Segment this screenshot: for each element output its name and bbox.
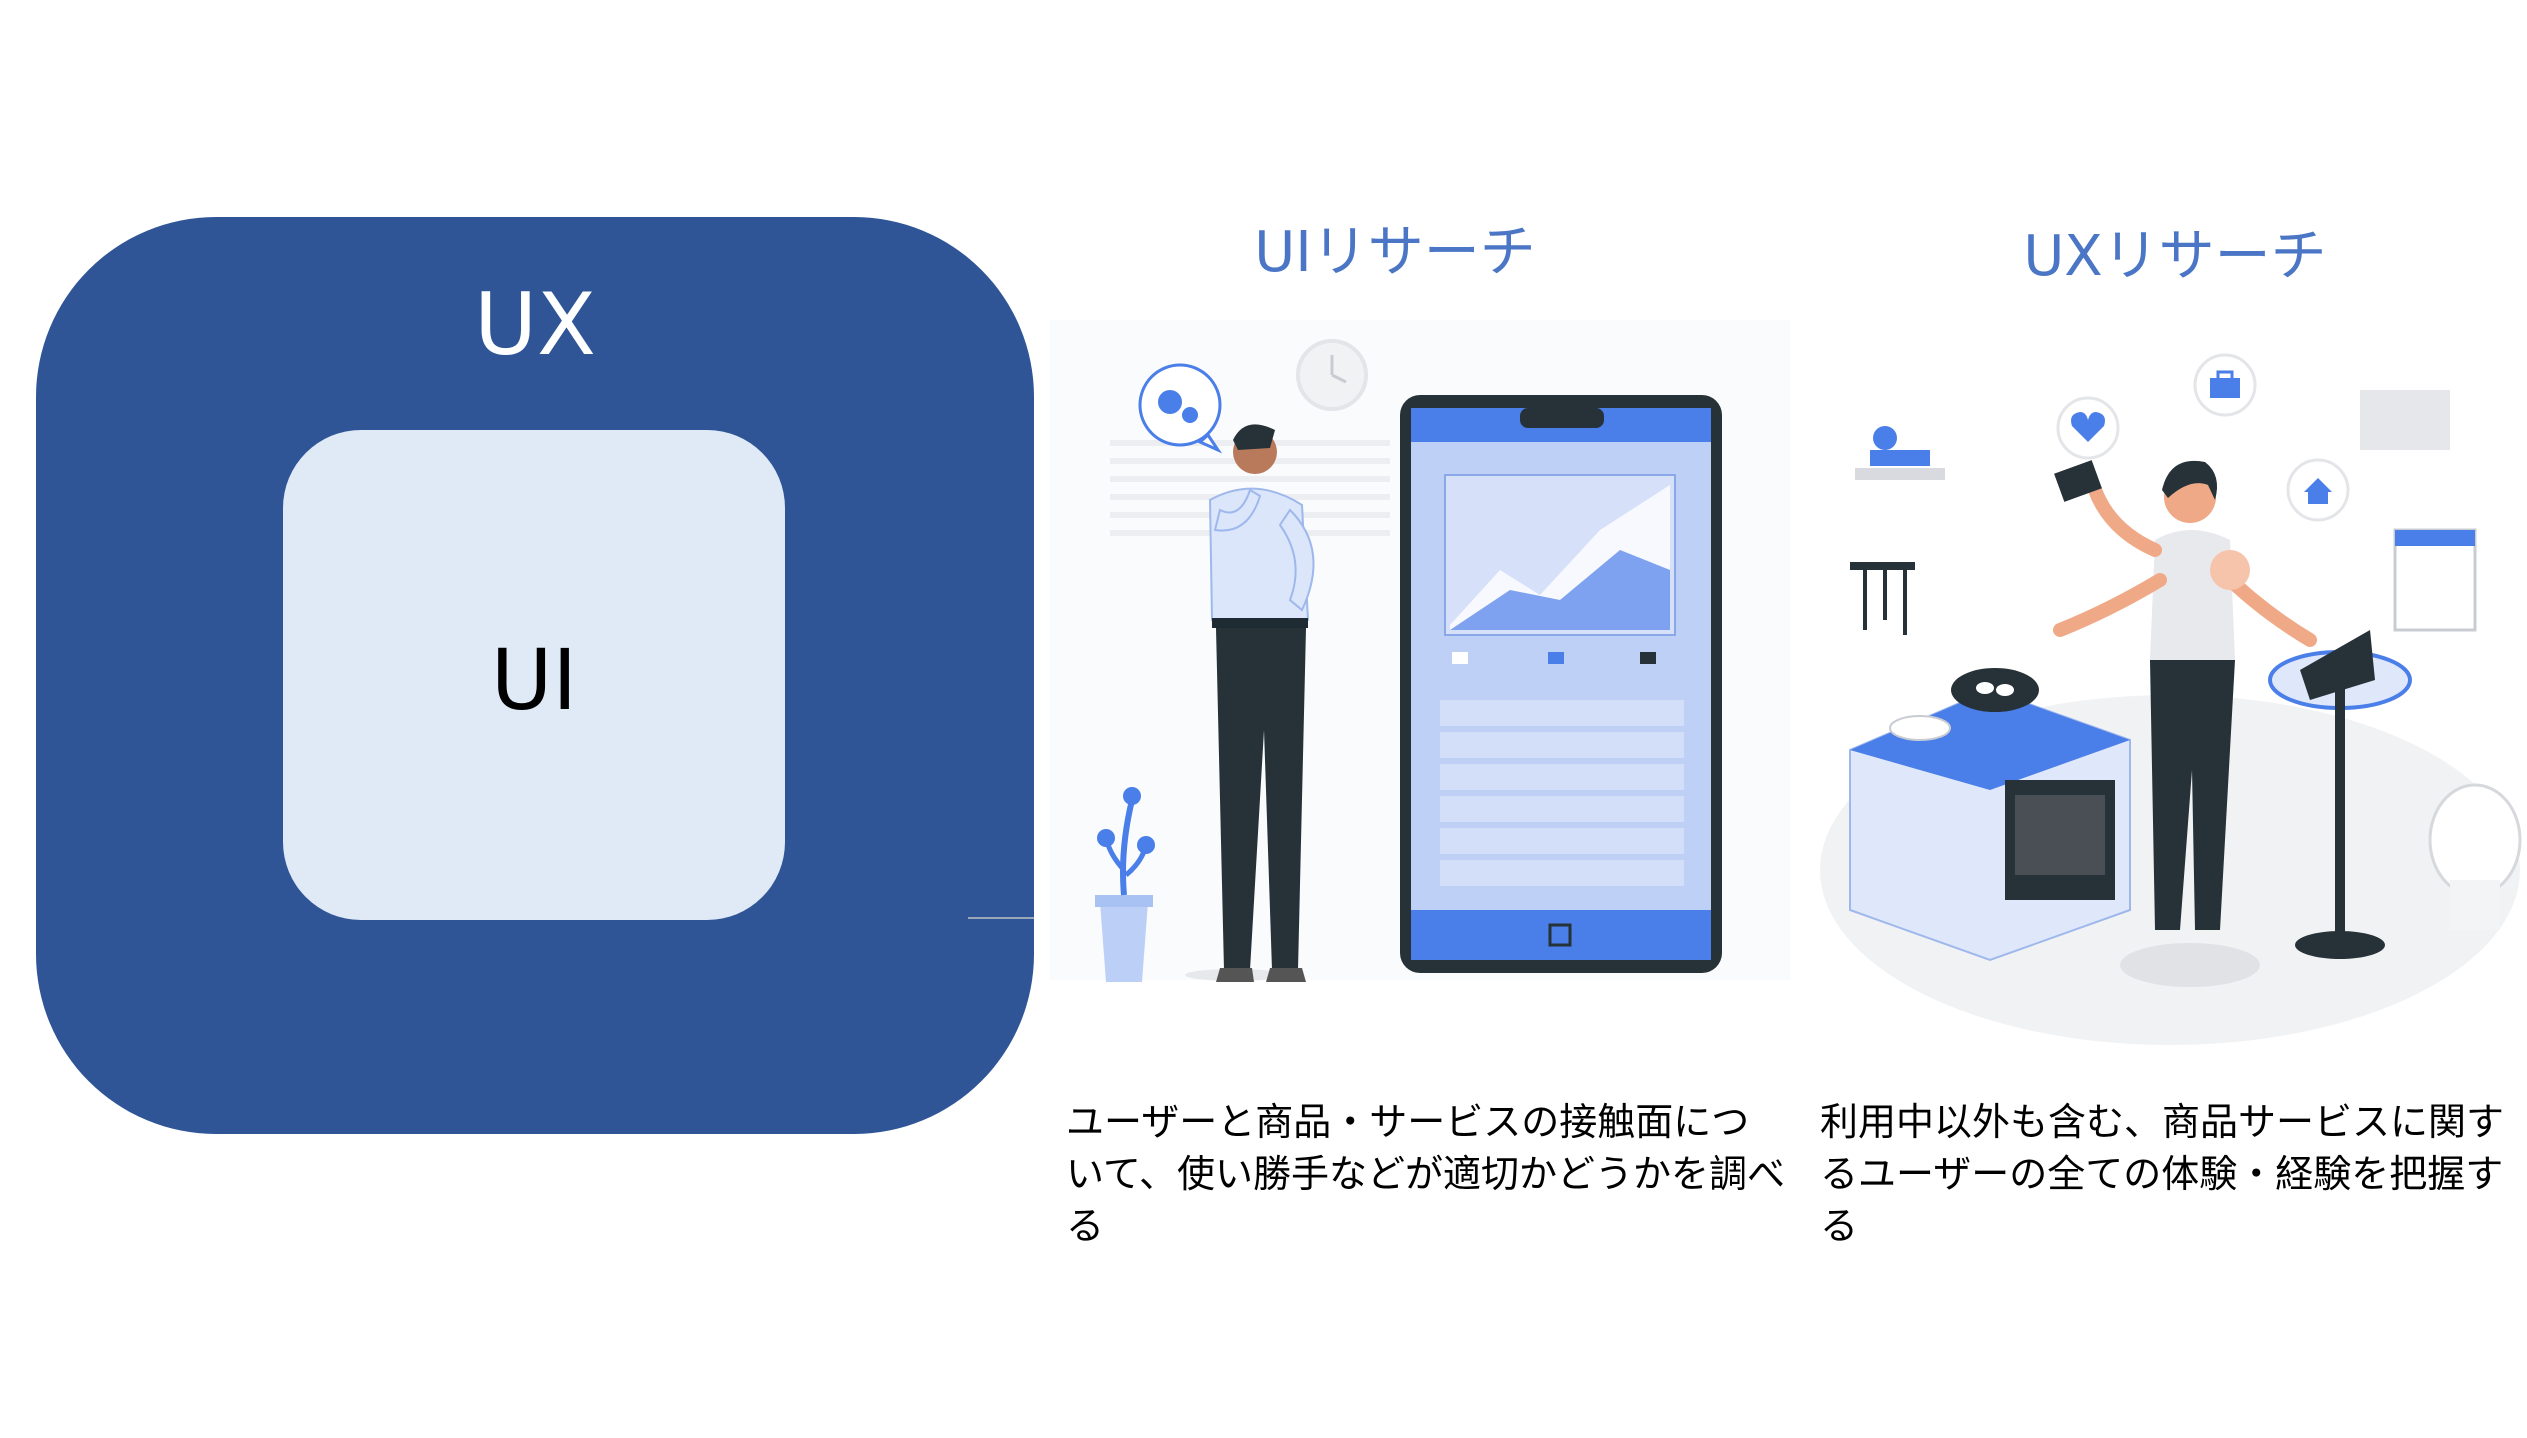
ux-research-heading: UXリサーチ bbox=[2023, 224, 2327, 289]
laptop-table bbox=[2268, 630, 2412, 959]
ui-research-heading: UIリサーチ bbox=[1254, 220, 1536, 285]
books-shelf-icon bbox=[1855, 390, 2450, 480]
ui-label: UI bbox=[490, 631, 578, 729]
gear-icon bbox=[1138, 363, 1223, 454]
ux-research-description: 利用中以外も含む、商品サービスに関するユーザーの全ての体験・経験を把握する bbox=[1820, 1100, 2505, 1248]
connector-line bbox=[968, 917, 1034, 919]
ui-research-illustration bbox=[1050, 320, 1790, 982]
home-icon bbox=[2286, 458, 2350, 522]
person-figure bbox=[1185, 424, 1315, 982]
calendar-icon bbox=[2393, 528, 2477, 632]
ux-research-illustration bbox=[1820, 353, 2522, 1045]
ux-label: UX bbox=[474, 275, 596, 375]
ui-inner-box bbox=[283, 430, 785, 920]
heart-icon bbox=[2056, 396, 2120, 460]
ui-research-description: ユーザーと商品・サービスの接触面について、使い勝手などが適切かどうかを調べる bbox=[1066, 1100, 1785, 1248]
utensils-rack bbox=[1850, 562, 1915, 635]
plant-icon bbox=[1095, 787, 1155, 982]
plant-pot bbox=[2428, 783, 2522, 930]
woman-figure bbox=[2053, 460, 2317, 987]
phone-mockup bbox=[1400, 395, 1722, 973]
clock-icon bbox=[1296, 339, 1368, 411]
briefcase-icon bbox=[2193, 353, 2257, 417]
kitchen-counter bbox=[1849, 668, 2131, 962]
